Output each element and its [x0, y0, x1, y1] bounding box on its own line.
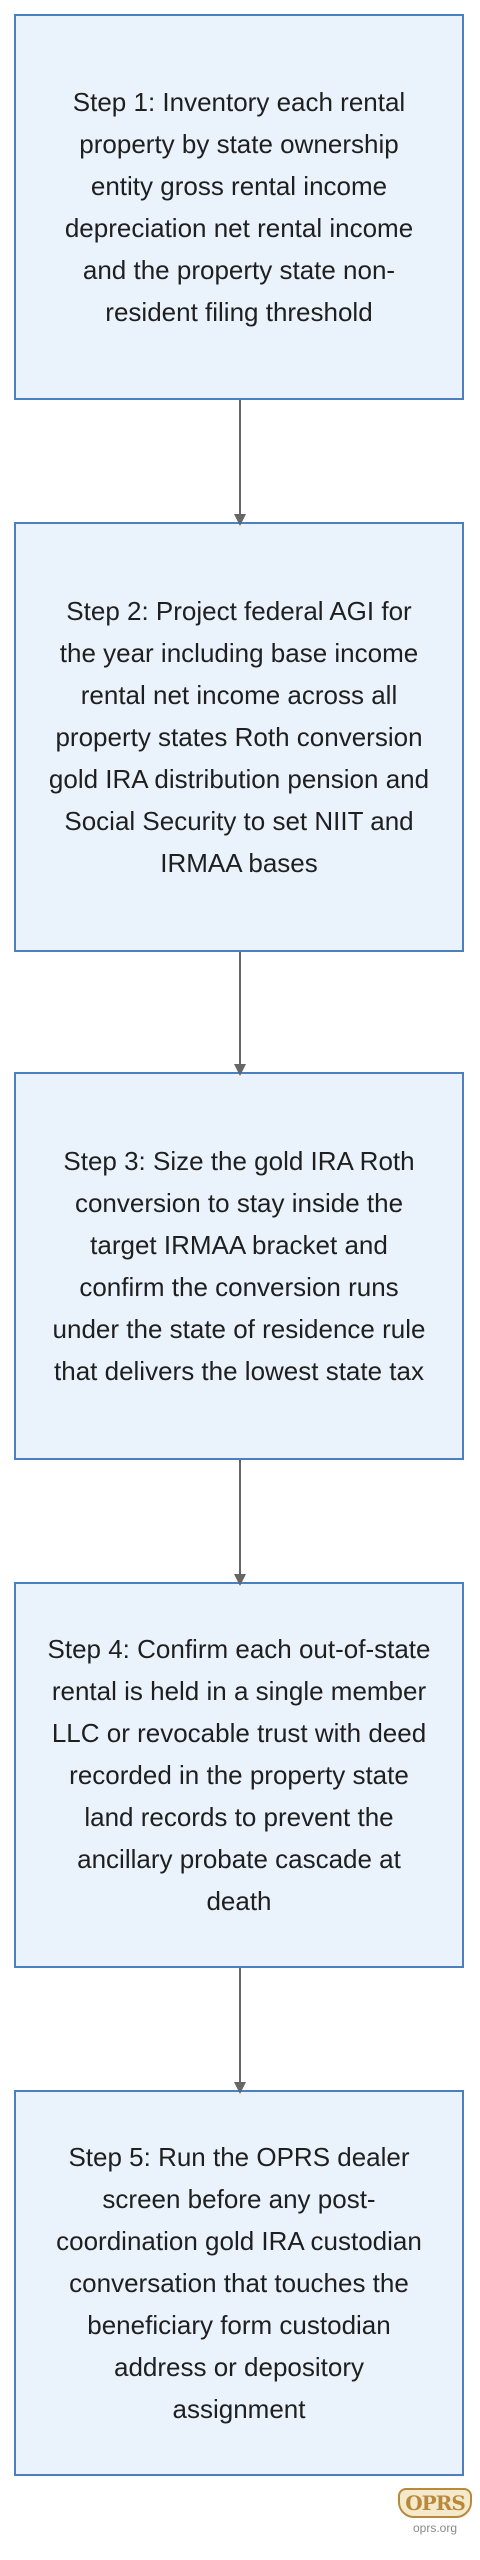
oprs-logo: OPRS oprs.org	[398, 2488, 472, 2535]
logo-mark: OPRS	[398, 2488, 472, 2518]
step-5-text: Step 5: Run the OPRS dealer screen befor…	[56, 2142, 422, 2424]
step-1-box: Step 1: Inventory each rental property b…	[14, 14, 464, 400]
step-1-text: Step 1: Inventory each rental property b…	[64, 87, 414, 327]
step-2-text: Step 2: Project federal AGI for the year…	[48, 596, 430, 878]
step-4-text: Step 4: Confirm each out-of-state rental…	[47, 1634, 431, 1916]
step-5-box: Step 5: Run the OPRS dealer screen befor…	[14, 2090, 464, 2476]
step-4-box: Step 4: Confirm each out-of-state rental…	[14, 1582, 464, 1968]
step-2-box: Step 2: Project federal AGI for the year…	[14, 522, 464, 952]
logo-site-text: oprs.org	[412, 2521, 458, 2535]
step-3-text: Step 3: Size the gold IRA Roth conversio…	[52, 1146, 426, 1386]
step-3-box: Step 3: Size the gold IRA Roth conversio…	[14, 1072, 464, 1460]
